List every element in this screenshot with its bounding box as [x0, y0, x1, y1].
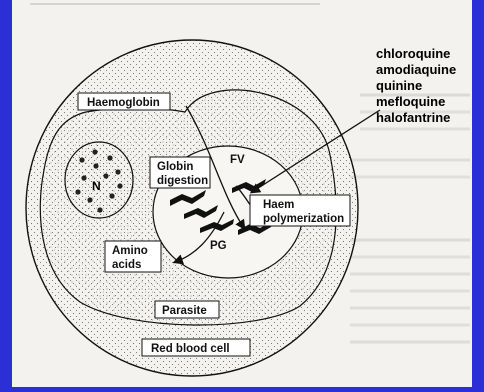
label-red-blood-cell: Red blood cell — [142, 339, 250, 356]
chromatin-granule — [97, 207, 102, 212]
nucleus-label: N — [92, 179, 101, 193]
drug-item: quinine — [376, 78, 422, 93]
svg-text:Parasite: Parasite — [162, 305, 207, 317]
label-haemoglobin: Haemoglobin — [78, 93, 170, 110]
chromatin-granule — [92, 149, 97, 154]
drug-item: amodiaquine — [376, 62, 456, 77]
drug-item: mefloquine — [376, 94, 445, 109]
chromatin-granule — [115, 169, 120, 174]
svg-text:polymerization: polymerization — [263, 213, 344, 225]
label-globin-digestion: Globin digestion — [150, 157, 210, 188]
chromatin-granule — [79, 157, 84, 162]
svg-text:Haem: Haem — [263, 199, 294, 211]
chromatin-granule — [109, 193, 114, 198]
label-fv: FV — [230, 154, 245, 166]
drug-item: halofantrine — [376, 110, 450, 125]
chromatin-granule — [81, 175, 86, 180]
label-parasite: Parasite — [155, 301, 219, 318]
svg-text:Red blood cell: Red blood cell — [151, 343, 230, 355]
chromatin-granule — [117, 183, 122, 188]
antimalarial-drug-list: chloroquine amodiaquine quinine mefloqui… — [376, 46, 456, 125]
svg-text:digestion: digestion — [157, 175, 208, 187]
chromatin-granule — [75, 189, 80, 194]
diagram-paper: N Haemoglobin — [12, 0, 472, 387]
label-amino-acids: Amino acids — [105, 241, 161, 272]
chromatin-granule — [103, 173, 108, 178]
svg-text:acids: acids — [112, 259, 141, 271]
svg-text:Haemoglobin: Haemoglobin — [87, 97, 160, 109]
chromatin-granule — [93, 163, 98, 168]
label-pg: PG — [210, 240, 227, 252]
chromatin-granule — [87, 197, 92, 202]
drug-item: chloroquine — [376, 46, 450, 61]
chromatin-granule — [107, 155, 112, 160]
malaria-parasite-diagram: N Haemoglobin — [12, 0, 472, 387]
label-haem-polymerization: Haem polymerization — [250, 195, 350, 226]
svg-text:Globin: Globin — [157, 161, 193, 173]
svg-text:Amino: Amino — [112, 245, 148, 257]
